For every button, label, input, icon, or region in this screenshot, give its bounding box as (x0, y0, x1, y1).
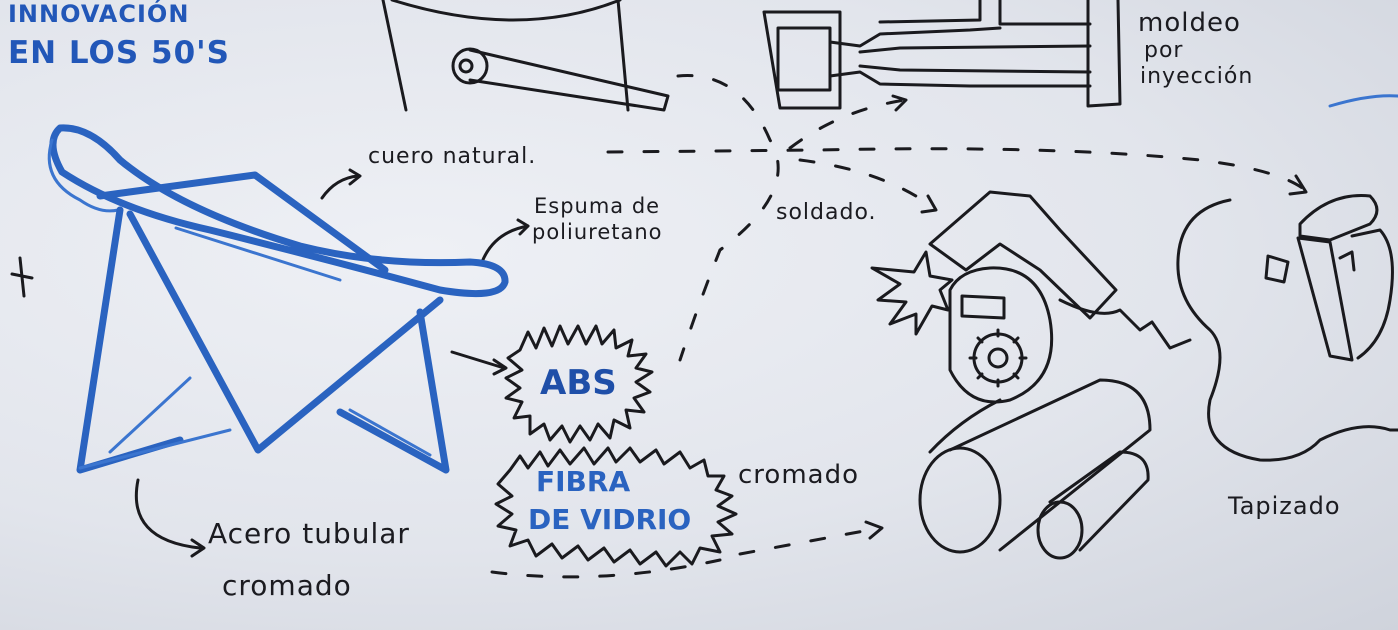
process-arrows (492, 76, 1306, 577)
lever-sketch (383, 0, 668, 110)
label-moldeo-line2: por (1144, 40, 1183, 62)
label-espuma-line1: Espuma de (534, 196, 660, 217)
arrow-abs-to-process (678, 76, 778, 360)
label-cromado-process: cromado (738, 462, 859, 488)
arrow-cuero-to-tapizado (608, 149, 1305, 190)
label-abs: ABS (540, 366, 617, 400)
chair-sketch (49, 128, 505, 470)
label-de-vidrio: DE VIDRIO (528, 506, 691, 534)
label-acero-cromado: cromado (222, 572, 352, 600)
label-fibra: FIBRA (536, 468, 630, 496)
label-moldeo-line3: inyección (1140, 66, 1253, 88)
fibra-underline (492, 560, 720, 577)
welding-robot-sketch (872, 192, 1190, 558)
label-cuero-natural: cuero natural. (368, 146, 536, 168)
label-espuma-line2: poliuretano (532, 222, 663, 243)
label-tapizado: Tapizado (1228, 494, 1341, 518)
arrow-to-soldado (800, 160, 930, 205)
arrow-to-cromado (740, 528, 880, 554)
label-moldeo-line1: moldeo (1138, 10, 1241, 36)
label-acero-tubular: Acero tubular (208, 520, 410, 548)
label-soldado: soldado. (776, 202, 877, 224)
injection-molding-machine (764, 0, 1120, 108)
upholstered-chair-sketch (1178, 196, 1398, 461)
edge-blue-mark (1330, 96, 1398, 106)
margin-scratch (12, 258, 32, 296)
